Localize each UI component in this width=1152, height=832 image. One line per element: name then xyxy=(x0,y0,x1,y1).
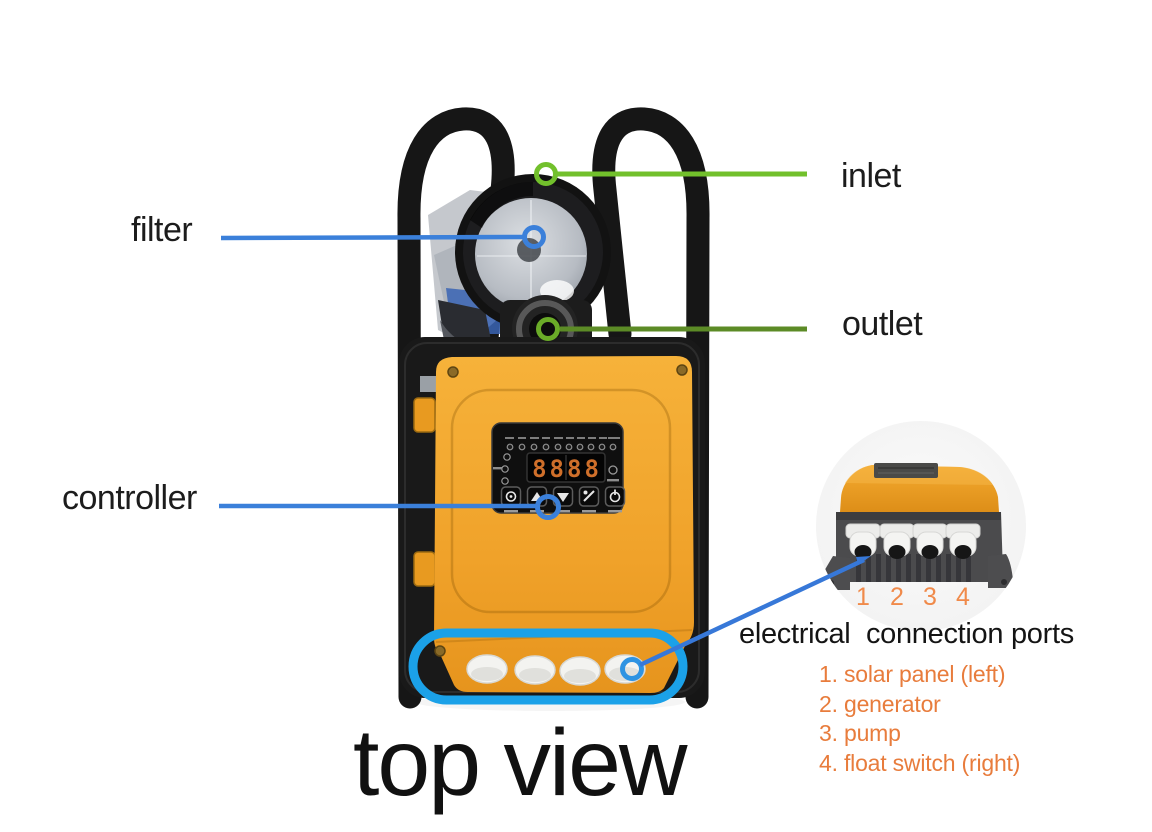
page-title: top view xyxy=(353,710,688,816)
inset-fins xyxy=(856,554,971,582)
pump-unit: 8888 xyxy=(397,107,710,709)
settings-gear-icon xyxy=(505,491,517,502)
port-number-3: 3 xyxy=(923,583,937,611)
ports-list-item-1: 1. solar panel (left) xyxy=(819,661,1006,687)
display-digits: 8888 xyxy=(532,455,602,483)
controller-marker xyxy=(535,494,561,520)
controller-face xyxy=(434,356,694,693)
outlet-marker xyxy=(536,317,560,341)
ports-list: 1. solar panel (left) 2. generator 3. pu… xyxy=(819,660,1020,778)
inlet-marker xyxy=(534,162,558,186)
indicator-leds xyxy=(505,437,620,451)
ports-title: electrical connection ports xyxy=(739,618,1074,650)
right-handle xyxy=(592,107,710,709)
inset-lid-plate xyxy=(874,463,938,478)
bottom-cable-glands xyxy=(466,654,646,686)
inset-port-numbers: 1 2 3 4 xyxy=(856,583,970,611)
annotation-overlay xyxy=(219,162,871,705)
ports-inset-arrowhead xyxy=(856,556,871,565)
controller-panel: 8888 xyxy=(491,422,626,514)
ports-inset-photo: 1 2 3 4 xyxy=(816,421,1026,631)
level-indicators xyxy=(493,453,511,485)
controller-label: controller xyxy=(62,479,197,517)
port-number-1: 1 xyxy=(856,583,870,611)
side-latches xyxy=(413,376,438,587)
port-number-2: 2 xyxy=(890,583,904,611)
ports-list-item-2: 2. generator xyxy=(819,690,941,717)
filter-marker xyxy=(522,225,546,249)
ports-list-item-3: 3. pump xyxy=(819,720,901,746)
ports-inset-line xyxy=(639,557,865,668)
seven-segment-display: 8888 xyxy=(526,452,606,483)
filter-line xyxy=(220,234,526,241)
filter-dome xyxy=(455,174,611,330)
mode-icon xyxy=(583,490,595,502)
outlet-label: outlet xyxy=(842,305,923,343)
port-marker xyxy=(620,657,644,681)
ports-highlight xyxy=(408,628,688,705)
inlet-label: inlet xyxy=(841,157,901,195)
ports-list-item-4: 4. float switch (right) xyxy=(819,749,1021,776)
run-indicator xyxy=(607,465,619,482)
down-arrow-icon xyxy=(557,493,569,502)
inset-cable-glands xyxy=(845,523,981,559)
port-number-4: 4 xyxy=(956,583,970,611)
filter-label: filter xyxy=(131,211,193,249)
power-icon xyxy=(609,489,621,503)
